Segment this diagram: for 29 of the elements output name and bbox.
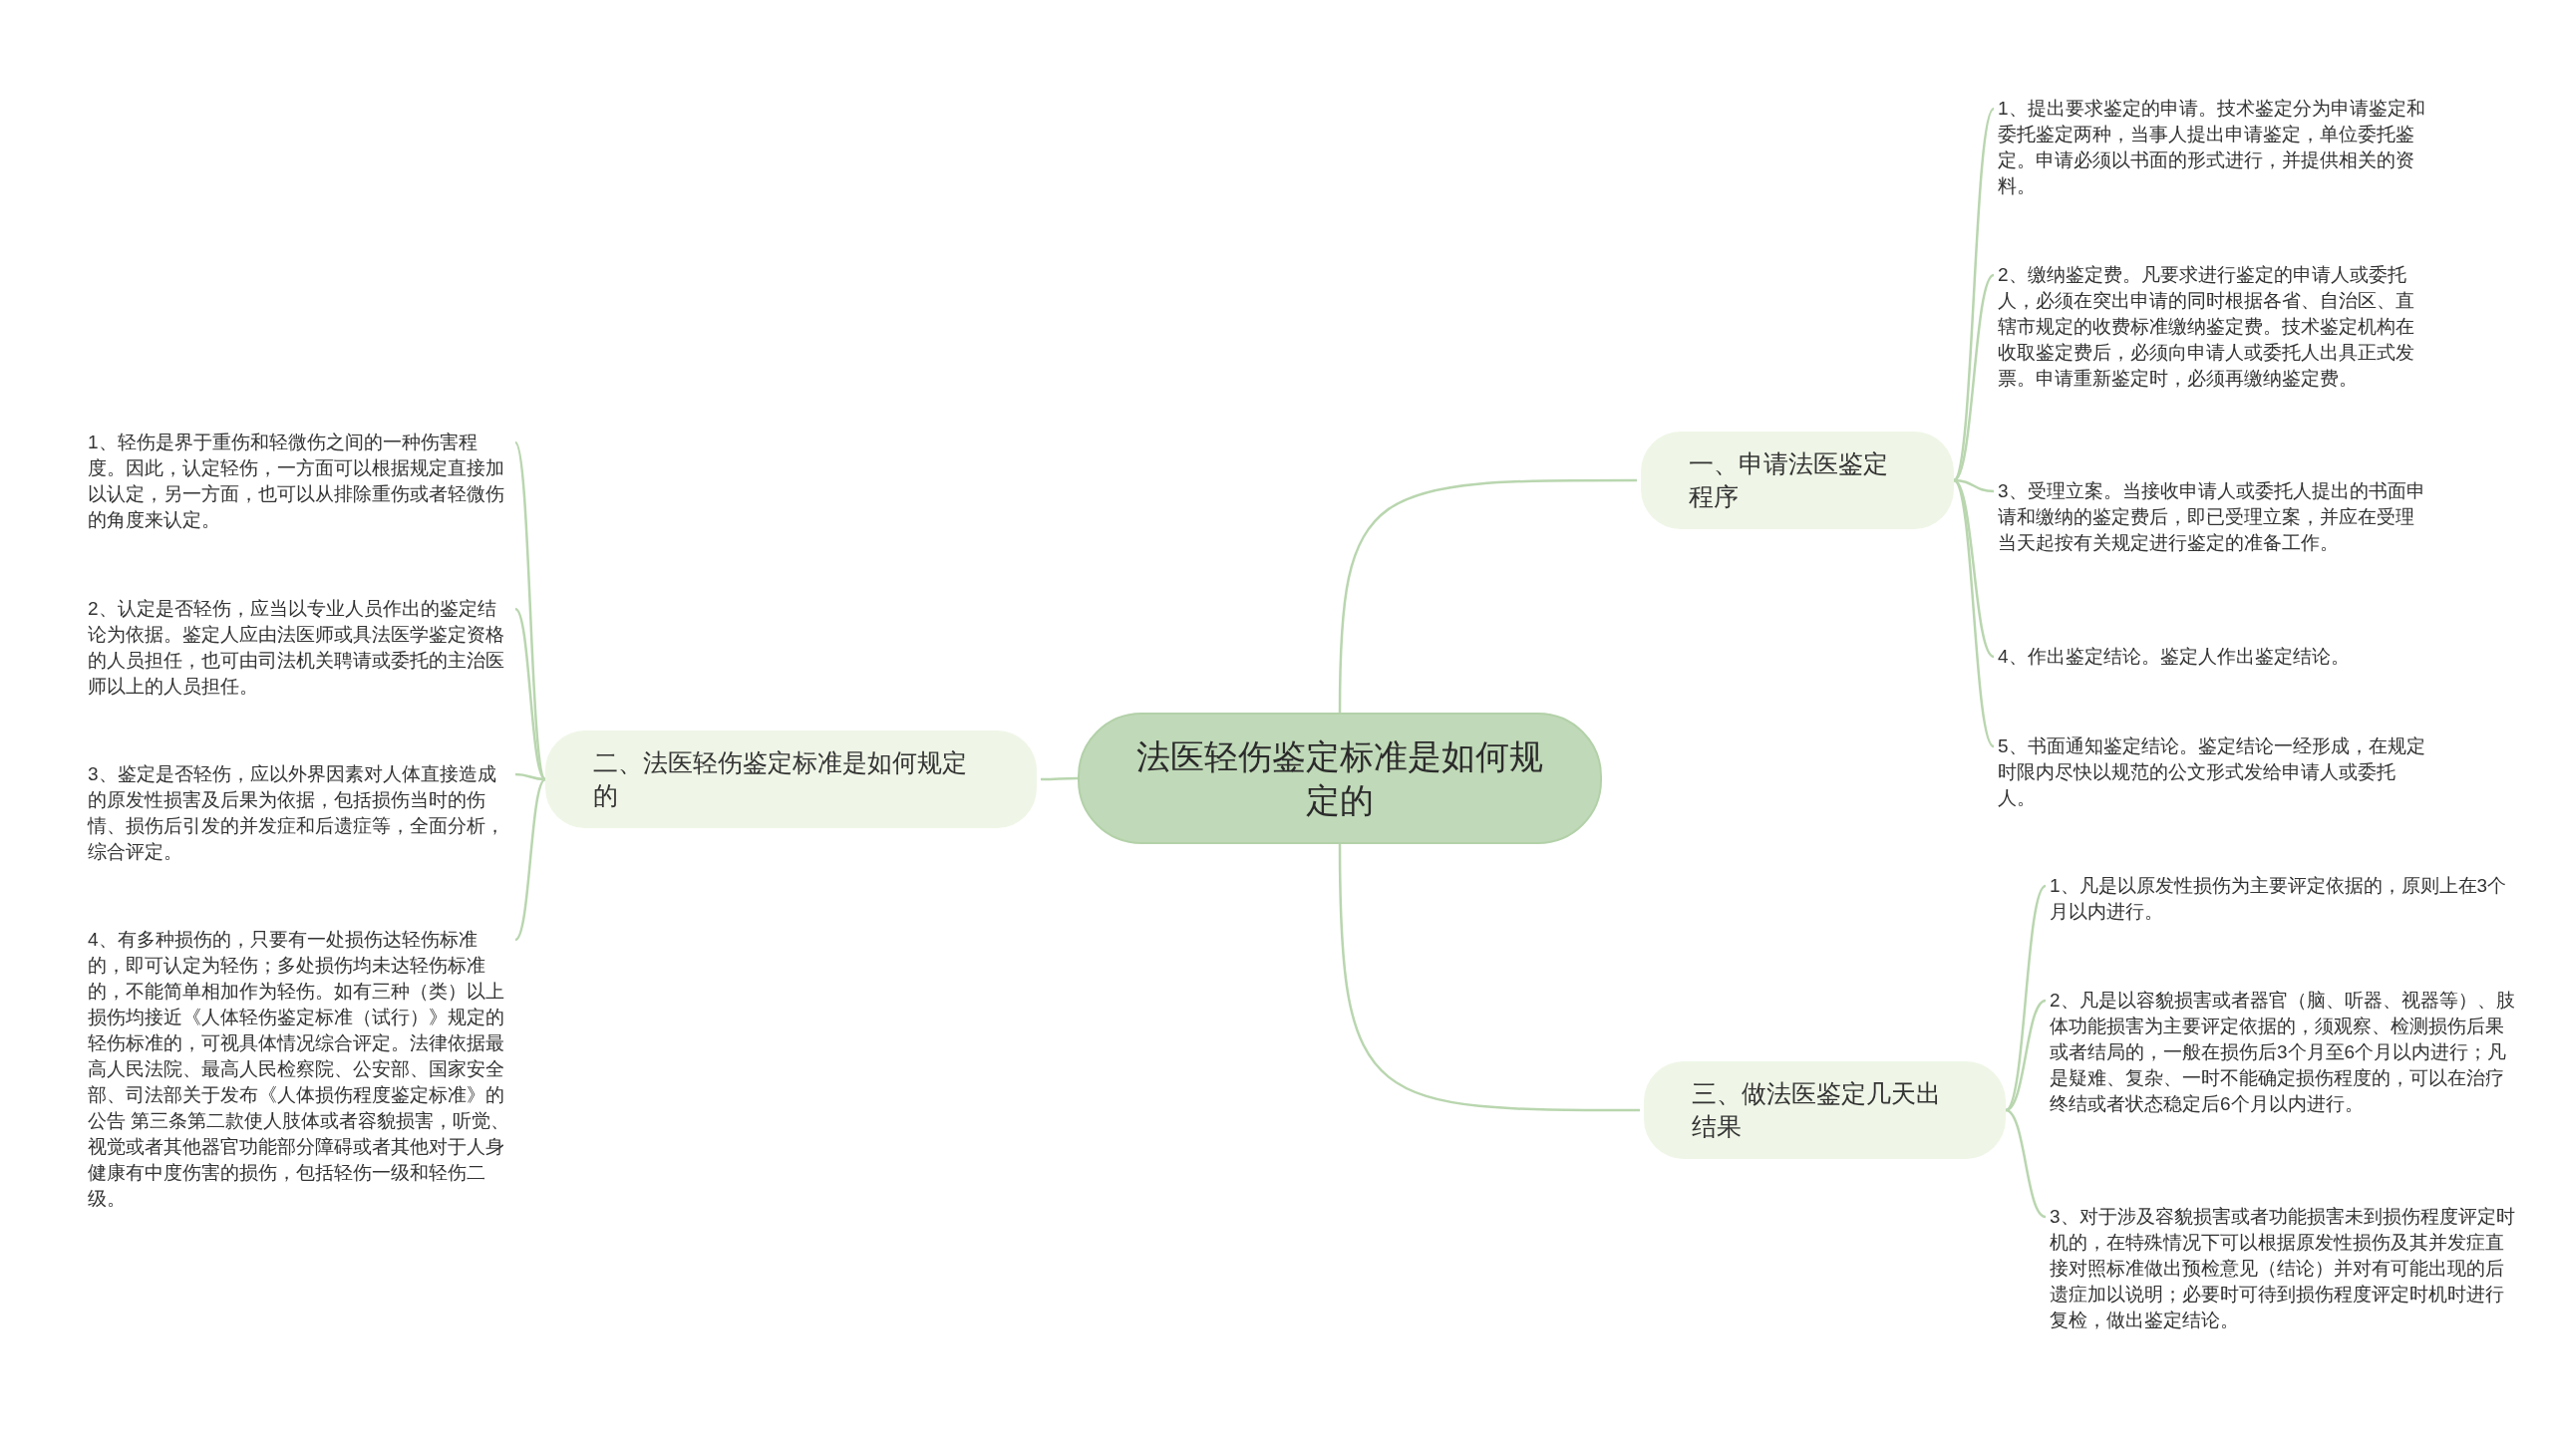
leaf-text: 5、书面通知鉴定结论。鉴定结论一经形成，在规定时限内尽快以规范的公文形式发给申请人或委托人。 bbox=[1998, 733, 2426, 811]
connector-line bbox=[1953, 274, 1995, 481]
leaf-text: 1、提出要求鉴定的申请。技术鉴定分为申请鉴定和委托鉴定两种，当事人提出申请鉴定，单位委托鉴定。申请必须以书面的形式进行，并提供相关的资料。 bbox=[1998, 96, 2426, 199]
leaf-text: 4、有多种损伤的，只要有一处损伤达轻伤标准的，即可认定为轻伤；多处损伤均未达轻伤标准的，不能简单相加作为轻伤。如有三种（类）以上损伤均接近《人体轻伤鉴定标准（试行）》规定的轻伤标准的，可视具体情况综合评定。法律依据最高人民法院、最高人民检察院、公安部、国家安全部、司法部关于发布《人体损伤程度鉴定标准》的公告 第三条第二款使人肢体或者容貌损害，听觉、视觉或者其他器官功能部分障碍或者其他对于人身健康有中度伤害的损伤，包括轻伤一级和轻伤二级。 bbox=[88, 927, 511, 1212]
connector-line bbox=[1338, 844, 1640, 1112]
connector-line bbox=[514, 778, 546, 941]
connector-line bbox=[1953, 479, 1995, 747]
leaf-text: 3、鉴定是否轻伤，应以外界因素对人体直接造成的原发性损害及后果为依据，包括损伤当时的伤情、损伤后引发的并发症和后遗症等，全面分析，综合评定。 bbox=[88, 761, 511, 865]
leaf-text: 1、轻伤是界于重伤和轻微伤之间的一种伤害程度。因此，认定轻伤，一方面可以根据规定直接加以认定，另一方面，也可以从排除重伤或者轻微伤的角度来认定。 bbox=[88, 430, 511, 533]
connector-line bbox=[2005, 1108, 2047, 1219]
connector-line bbox=[1952, 108, 1996, 481]
leaf-text: 2、缴纳鉴定费。凡要求进行鉴定的申请人或委托人，必须在突出申请的同时根据各省、自治区、直辖市规定的收费标准缴纳鉴定费。技术鉴定机构在收取鉴定费后，必须向申请人或委托人出具正式发票。申请重新鉴定时，必须再缴纳鉴定费。 bbox=[1998, 262, 2426, 392]
connector-line bbox=[514, 608, 546, 780]
leaf-text: 1、凡是以原发性损伤为主要评定依据的，原则上在3个月以内进行。 bbox=[2050, 873, 2518, 925]
leaf-text: 3、受理立案。当接收申请人或委托人提出的书面申请和缴纳的鉴定费后，即已受理立案，并应在受理当天起按有关规定进行鉴定的准备工作。 bbox=[1998, 478, 2426, 556]
branch-topic: 三、做法医鉴定几天出结果 bbox=[1644, 1061, 2006, 1159]
leaf-text: 2、认定是否轻伤，应当以专业人员作出的鉴定结论为依据。鉴定人应由法医师或具法医学鉴定资格的人员担任，也可由司法机关聘请或委托的主治医师以上的人员担任。 bbox=[88, 596, 511, 700]
branch-topic: 一、申请法医鉴定程序 bbox=[1641, 432, 1954, 529]
connector-line bbox=[2005, 885, 2047, 1111]
connector-line bbox=[2005, 999, 2047, 1112]
branch-topic: 二、法医轻伤鉴定标准是如何规定的 bbox=[545, 730, 1037, 828]
leaf-text: 4、作出鉴定结论。鉴定人作出鉴定结论。 bbox=[1998, 644, 2426, 670]
connector-line bbox=[513, 441, 547, 780]
leaf-text: 2、凡是以容貌损害或者器官（脑、听器、视器等）、肢体功能损害为主要评定依据的，须观察、检测损伤后果或者结局的，一般在损伤后3个月至6个月以内进行；凡是疑难、复杂、一时不能确定损伤程度的，可以在治疗终结或者状态稳定后6个月以内进行。 bbox=[2050, 988, 2518, 1117]
connector-line bbox=[1338, 478, 1637, 713]
leaf-text: 3、对于涉及容貌损害或者功能损害未到损伤程度评定时机的，在特殊情况下可以根据原发性损伤及其并发症直接对照标准做出预检意见（结论）并对有可能出现的后遗症加以说明；必要时可待到损伤程度评定时机时进行复检，做出鉴定结论。 bbox=[2050, 1204, 2518, 1333]
central-topic: 法医轻伤鉴定标准是如何规定的 bbox=[1078, 713, 1602, 844]
connector-line bbox=[514, 772, 546, 781]
connector-line bbox=[1041, 776, 1078, 781]
